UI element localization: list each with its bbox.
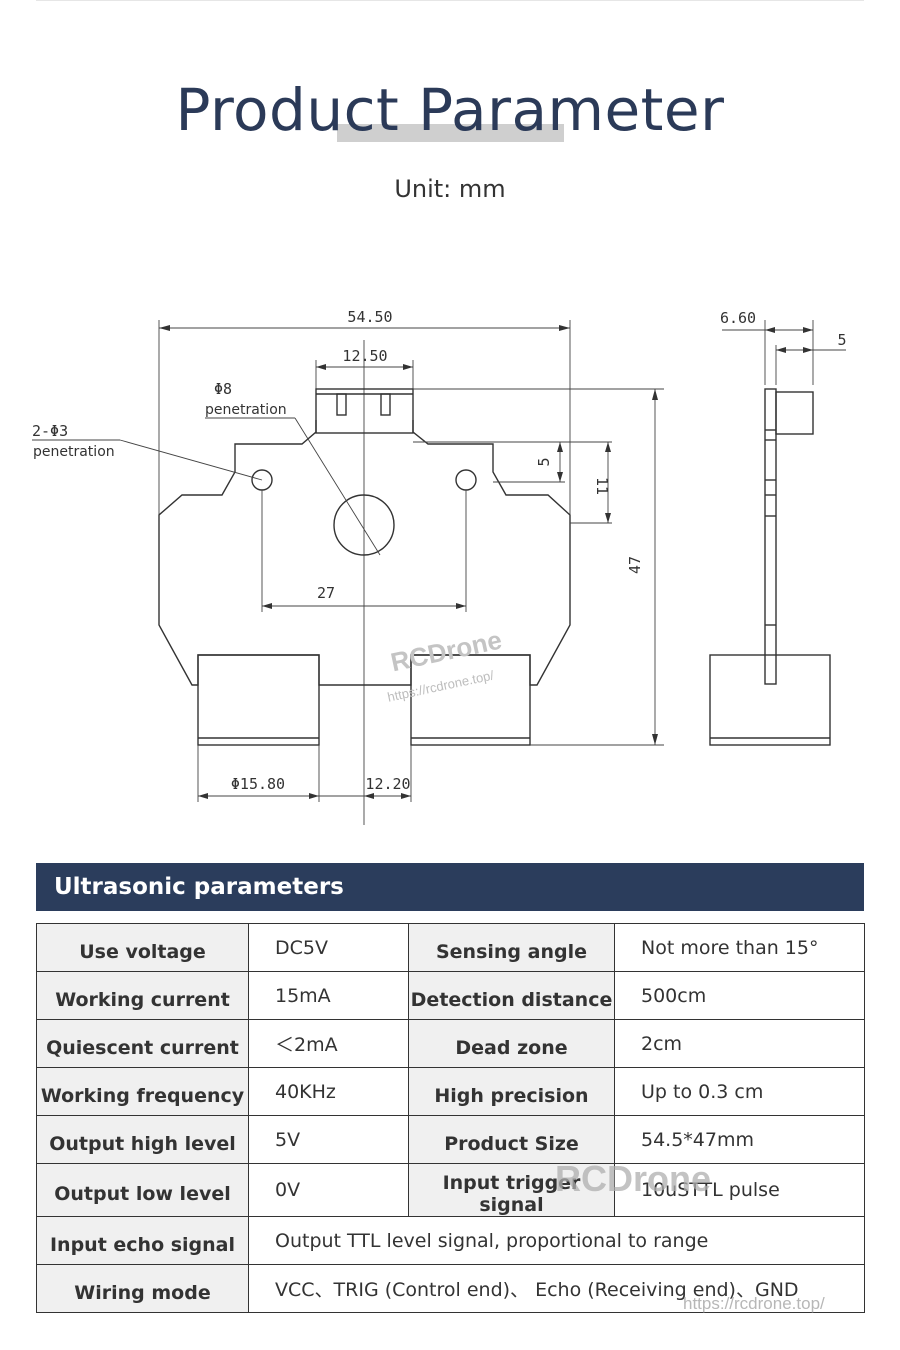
dim-side-5-label: 5	[837, 331, 846, 349]
arrow	[765, 327, 775, 333]
arrow	[316, 364, 326, 370]
table-row: Working frequency 40KHz High precision U…	[36, 1067, 865, 1116]
hole-small-label: 2-Φ3	[32, 422, 68, 440]
dim-width-label: 54.50	[347, 308, 392, 326]
connector-pin	[336, 393, 347, 416]
arrow	[456, 603, 466, 609]
arrow	[605, 442, 611, 452]
param-key: Wiring mode	[36, 1264, 249, 1313]
table-row: Working current 15mA Detection distance …	[36, 971, 865, 1020]
dimension-drawing: 54.50 12.50 Φ8 penetration 2-Φ3 penetrat…	[32, 308, 847, 825]
connector-pin	[380, 393, 391, 416]
dim-47-label: 47	[626, 556, 644, 574]
transducer-left	[197, 654, 320, 746]
arrow	[803, 327, 813, 333]
arrow	[776, 347, 786, 353]
arrow	[262, 603, 272, 609]
arrow	[557, 442, 563, 452]
title-underline-bar	[337, 124, 564, 142]
param-value: 15mA	[248, 971, 409, 1020]
table-row: Use voltage DC5V Sensing angle Not more …	[36, 923, 865, 972]
parameters-table: Use voltage DC5V Sensing angle Not more …	[36, 923, 865, 1313]
section-title: Ultrasonic parameters	[54, 874, 344, 900]
connector-header	[315, 388, 414, 434]
table-row: Input echo signal Output TTL level signa…	[36, 1216, 865, 1265]
title-block: Product Parameter	[0, 72, 900, 152]
dim-transducer-label: Φ15.80	[231, 775, 285, 793]
transducer-right	[410, 654, 531, 746]
param-value: 2cm	[614, 1019, 865, 1068]
param-value: 500cm	[614, 971, 865, 1020]
dim-5-label: 5	[535, 457, 553, 466]
param-key: Input trigger signal	[408, 1163, 615, 1217]
dim-depth-label: 6.60	[720, 309, 756, 327]
arrow	[803, 347, 813, 353]
arrow	[364, 793, 374, 799]
param-value: Up to 0.3 cm	[614, 1067, 865, 1116]
table-row: Output low level 0V Input trigger signal…	[36, 1163, 865, 1217]
hole-small-note: penetration	[33, 444, 115, 460]
arrow	[557, 472, 563, 482]
param-key: Detection distance	[408, 971, 615, 1020]
hole-large-label: Φ8	[214, 380, 232, 398]
param-value: 5V	[248, 1115, 409, 1164]
arrow	[198, 793, 208, 799]
watermark-logo-2: RCDrone	[555, 1158, 712, 1199]
param-value: Not more than 15°	[614, 923, 865, 972]
dim-connector-label: 12.50	[342, 347, 387, 365]
arrow	[652, 734, 658, 745]
arrow	[559, 325, 570, 331]
arrow	[309, 793, 319, 799]
top-divider	[36, 0, 864, 1]
board-outline	[158, 420, 571, 686]
param-value: Output TTL level signal, proportional to…	[248, 1216, 865, 1265]
hole-large-note: penetration	[205, 402, 287, 418]
dim-11-label: 11	[593, 477, 611, 495]
param-value: VCC、TRIG (Control end)、 Echo (Receiving …	[248, 1264, 865, 1313]
arrow	[159, 325, 170, 331]
param-key: Quiescent current	[36, 1019, 249, 1068]
arrow	[403, 364, 413, 370]
param-key: Product Size	[408, 1115, 615, 1164]
param-key: High precision	[408, 1067, 615, 1116]
unit-label: Unit: mm	[394, 175, 506, 203]
param-key: Input echo signal	[36, 1216, 249, 1265]
param-key: Working current	[36, 971, 249, 1020]
param-value: 54.5*47mm	[614, 1115, 865, 1164]
table-row: Quiescent current ＜2mA Dead zone 2cm	[36, 1019, 865, 1068]
param-value: DC5V	[248, 923, 409, 972]
dim-gap-label: 12.20	[365, 775, 410, 793]
param-value: 10uSTTL pulse	[614, 1163, 865, 1217]
param-key: Use voltage	[36, 923, 249, 972]
arrow	[652, 389, 658, 400]
table-row: Wiring mode VCC、TRIG (Control end)、 Echo…	[36, 1264, 865, 1313]
side-connector	[775, 391, 814, 435]
side-transducer	[709, 654, 831, 746]
arrow	[401, 793, 411, 799]
param-key: Sensing angle	[408, 923, 615, 972]
table-row: Output high level 5V Product Size 54.5*4…	[36, 1115, 865, 1164]
arrow	[605, 513, 611, 523]
param-key: Output low level	[36, 1163, 249, 1217]
leader-line	[119, 439, 263, 481]
section-header: Ultrasonic parameters	[36, 863, 864, 911]
param-key: Output high level	[36, 1115, 249, 1164]
dim-27-label: 27	[317, 584, 335, 602]
mount-hole-right	[455, 469, 477, 491]
param-value: 40KHz	[248, 1067, 409, 1116]
centre-hole	[333, 494, 395, 556]
param-key: Dead zone	[408, 1019, 615, 1068]
param-key: Working frequency	[36, 1067, 249, 1116]
param-value: 0V	[248, 1163, 409, 1217]
param-value: ＜2mA	[248, 1019, 409, 1068]
page-title: Product Parameter	[175, 76, 725, 144]
watermark-url-2: https://rcdrone.top/	[683, 1294, 825, 1313]
side-board	[764, 388, 777, 685]
leader-line	[294, 417, 381, 556]
